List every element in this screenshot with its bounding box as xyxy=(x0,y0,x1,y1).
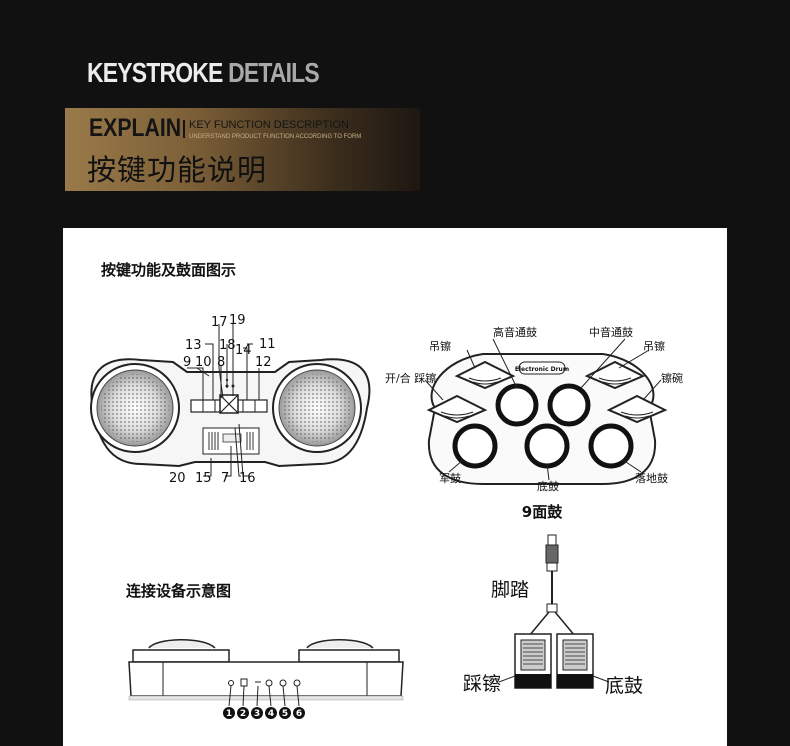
cn-title: 按键功能说明 xyxy=(87,153,268,187)
key-11: 11 xyxy=(259,337,276,352)
port-1: 1 xyxy=(226,709,232,719)
kfd-label: KEY FUNCTION DESCRIPTION xyxy=(189,119,349,131)
diagram-svg: 按键功能及鼓面图示 xyxy=(90,261,683,719)
explain-banner: EXPLAIN KEY FUNCTION DESCRIPTION UNDERST… xyxy=(65,108,420,191)
title-main: KEYSTROKE xyxy=(87,57,223,88)
key-18: 18 xyxy=(219,338,236,353)
label-high-tom: 高音通鼓 xyxy=(493,325,537,339)
section1-title: 按键功能及鼓面图示 xyxy=(101,261,236,279)
kfd-sublabel: UNDERSTAND PRODUCT FUNCTION ACCORDING TO… xyxy=(189,134,362,140)
explain-label: EXPLAIN xyxy=(89,114,182,142)
key-10: 10 xyxy=(195,355,212,370)
port-5: 5 xyxy=(282,709,288,719)
port-2: 2 xyxy=(240,709,246,719)
label-floor-tom: 落地鼓 xyxy=(635,471,668,485)
key-15: 15 xyxy=(195,471,212,486)
label-hihat: 开/合 踩镲 xyxy=(385,371,436,385)
pedal-left-label: 踩镲 xyxy=(463,673,501,695)
device-side-view xyxy=(128,639,404,707)
device-top-view xyxy=(90,324,371,477)
label-cymbal-right: 吊镲 xyxy=(643,339,665,353)
label-cymbal-left: 吊镲 xyxy=(429,339,451,353)
label-snare: 军鼓 xyxy=(439,471,461,485)
divider xyxy=(183,120,185,138)
section2-title: 连接设备示意图 xyxy=(126,582,231,600)
label-mid-tom: 中音通鼓 xyxy=(589,325,633,339)
drum-pad-layout: Electronic Drum xyxy=(424,338,668,485)
pedal-right-label: 底鼓 xyxy=(605,675,643,697)
section-title: KEYSTROKE DETAILS xyxy=(87,57,320,89)
port-3: 3 xyxy=(254,709,260,719)
drum-caption: 9面鼓 xyxy=(522,503,563,521)
label-bass: 底鼓 xyxy=(537,479,559,493)
key-9: 9 xyxy=(183,355,191,370)
key-7: 7 xyxy=(221,471,229,486)
key-19: 19 xyxy=(229,313,246,328)
pedal-title: 脚踏 xyxy=(491,579,529,601)
key-8: 8 xyxy=(217,355,225,370)
port-4: 4 xyxy=(268,709,274,719)
key-20: 20 xyxy=(169,471,186,486)
port-legend xyxy=(223,707,305,719)
brand-label: Electronic Drum xyxy=(515,366,569,373)
key-14: 14 xyxy=(235,343,252,358)
key-17: 17 xyxy=(211,315,228,330)
key-13: 13 xyxy=(185,338,202,353)
label-ride: 镲碗 xyxy=(661,371,683,385)
key-16: 16 xyxy=(239,471,256,486)
key-12: 12 xyxy=(255,355,272,370)
port-6: 6 xyxy=(296,709,302,719)
diagram-panel: 按键功能及鼓面图示 xyxy=(63,228,727,746)
title-sub: DETAILS xyxy=(228,57,320,88)
pedal-diagram xyxy=(498,534,610,689)
